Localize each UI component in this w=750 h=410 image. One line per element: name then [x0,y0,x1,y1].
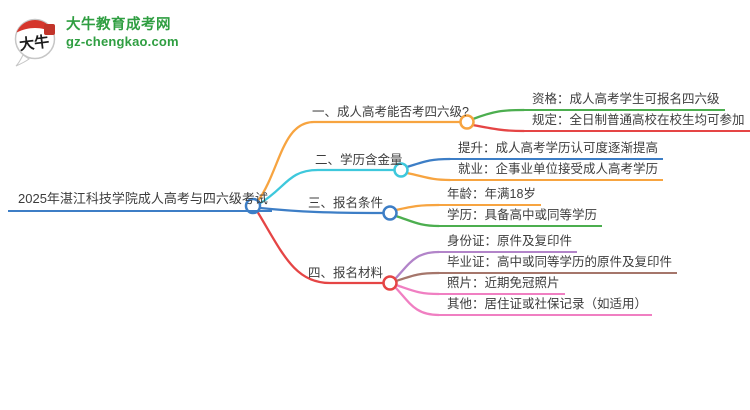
site-logo[interactable]: 大牛 大牛教育成考网 gz-chengkao.com [13,15,179,67]
connector-branch-1-child-1 [471,108,526,121]
branch-3-child-2-label: 学历：具备高中或同等学历 [437,208,603,227]
connector-branch-4-child-1 [393,250,441,281]
branch-4-child-3-label: 照片：近期免冠照片 [437,276,565,295]
branch-2-child-1-label: 提升：成人高考学历认可度逐渐提高 [448,141,664,160]
branch-4-child-4-label: 其他：居住证或社保记录（如适用） [437,297,653,316]
connector-branch-3 [258,206,385,215]
connector-branch-4-child-2 [394,271,441,283]
branch-4-label: 四、报名材料 [308,266,384,280]
logo-bubble-tail [15,54,30,67]
site-logo-icon: 大牛 [14,18,56,67]
connector-branch-3-child-1 [394,203,441,212]
branch-1-node-circle [459,114,475,130]
connector-branch-3-child-2 [394,214,441,228]
connector-branch-1 [256,120,462,203]
branch-2-child-2-label: 就业：企事业单位接受成人高考学历 [448,162,664,181]
connector-branch-2-child-1 [405,157,452,169]
logo-glyph-text: 大牛 [18,32,50,54]
branch-4-child-1-label: 身份证：原件及复印件 [437,234,578,253]
branch-1-child-1-label: 资格：成人高考学生可报名四六级 [522,92,725,111]
logo-red-cap-icon [16,20,54,33]
branch-3-node-circle [382,205,398,221]
connector-branch-4-child-3 [394,283,441,296]
branch-4-child-2-label: 毕业证：高中或同等学历的原件及复印件 [437,255,678,274]
branch-1-label: 一、成人高考能否考四六级? [312,105,469,119]
branch-1-child-2-label: 规定：全日制普通高校在校生均可参加 [522,113,750,132]
branch-2-node-circle [393,162,409,178]
connector-branch-1-child-2 [471,123,526,133]
connector-branch-2-child-2 [405,171,452,182]
branch-3-label: 三、报名条件 [308,196,384,210]
site-name: 大牛教育成考网 [66,17,171,33]
connector-branch-2 [257,168,396,206]
site-logo-text: 大牛教育成考网 gz-chengkao.com [66,15,179,49]
site-domain: gz-chengkao.com [66,34,179,49]
branch-3-child-1-label: 年龄：年满18岁 [437,187,541,206]
connector-branch-4-child-4 [393,285,441,317]
branch-2-label: 二、学历含金量 [315,153,403,167]
logo-seal-icon [44,24,55,35]
branch-4-node-circle [382,275,398,291]
root-node-circle [244,197,262,215]
mindmap-root-topic: 2025年湛江科技学院成人高考与四六级考试 [8,191,272,212]
connector-branch-4 [255,209,385,285]
